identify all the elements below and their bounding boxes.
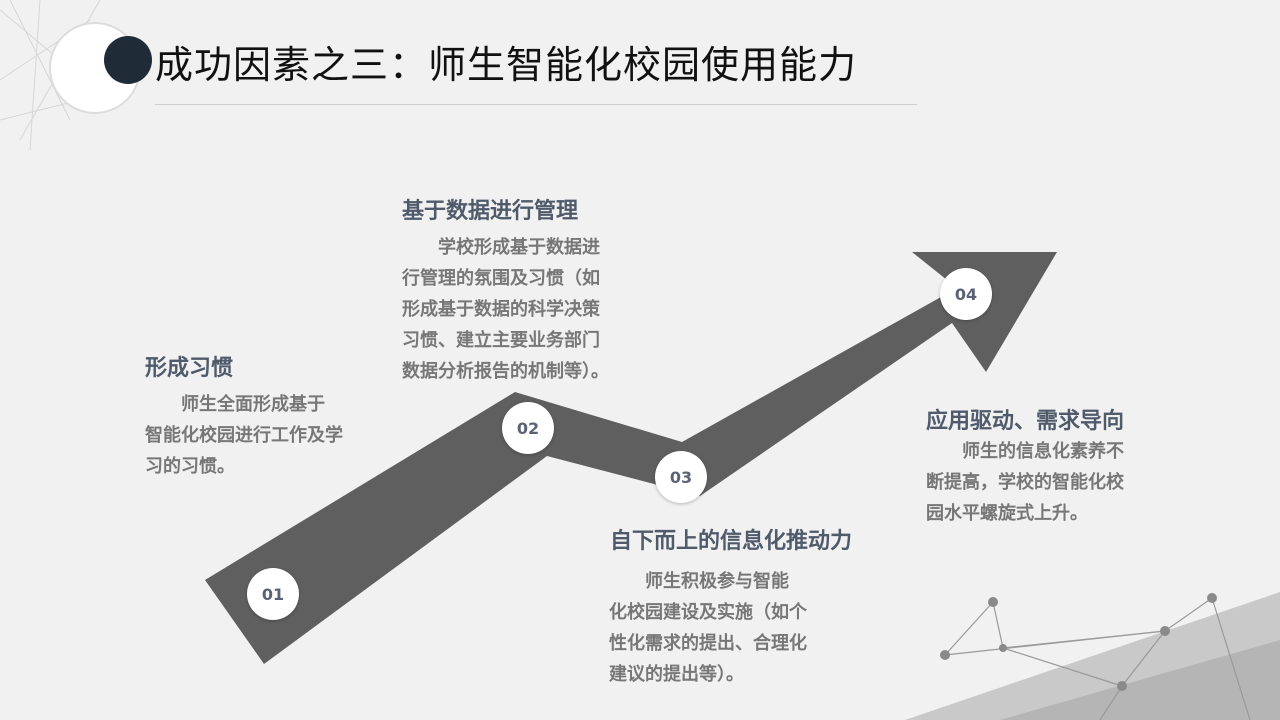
title-divider	[155, 104, 917, 105]
step-marker-03: 03	[655, 451, 707, 503]
step-1-description: 师生全面形成基于 智能化校园进行工作及学 习的习惯。	[145, 389, 343, 482]
step-2-line: 形成基于数据的科学决策	[402, 299, 600, 320]
step-2-line: 数据分析报告的机制等）。	[402, 361, 609, 382]
step-4-description: 师生的信息化素养不 断提高，学校的智能化校 园水平螺旋式上升。	[926, 436, 1124, 529]
step-4-heading: 应用驱动、需求导向	[926, 409, 1125, 434]
step-2-heading: 基于数据进行管理	[402, 199, 579, 224]
step-1-line: 智能化校园进行工作及学	[145, 425, 343, 446]
step-2-line: 学校形成基于数据进	[402, 237, 600, 258]
step-3-line: 师生积极参与智能	[609, 571, 789, 592]
step-marker-02: 02	[502, 402, 554, 454]
step-3-line: 化校园建设及实施（如个	[609, 602, 807, 623]
step-3-line: 性化需求的提出、合理化	[609, 633, 807, 654]
step-4-line: 断提高，学校的智能化校	[926, 472, 1124, 493]
step-3-description: 师生积极参与智能 化校园建设及实施（如个 性化需求的提出、合理化 建议的提出等）…	[609, 566, 807, 690]
step-4-line: 师生的信息化素养不	[926, 441, 1124, 462]
step-2-line: 行管理的氛围及习惯（如	[402, 268, 600, 289]
step-marker-04: 04	[940, 268, 992, 320]
page-title: 成功因素之三：师生智能化校园使用能力	[155, 43, 858, 87]
step-2-line: 习惯、建立主要业务部门	[402, 330, 600, 351]
step-3-line: 建议的提出等）。	[609, 664, 744, 685]
step-2-description: 学校形成基于数据进 行管理的氛围及习惯（如 形成基于数据的科学决策 习惯、建立主…	[402, 232, 609, 387]
arrow-body	[205, 252, 1057, 664]
step-1-line: 习的习惯。	[145, 456, 235, 477]
step-marker-01: 01	[247, 568, 299, 620]
step-4-line: 园水平螺旋式上升。	[926, 503, 1088, 524]
step-1-heading: 形成习惯	[145, 356, 234, 381]
step-3-heading: 自下而上的信息化推动力	[610, 529, 853, 554]
title-dot-icon	[104, 36, 152, 84]
step-1-line: 师生全面形成基于	[145, 394, 325, 415]
